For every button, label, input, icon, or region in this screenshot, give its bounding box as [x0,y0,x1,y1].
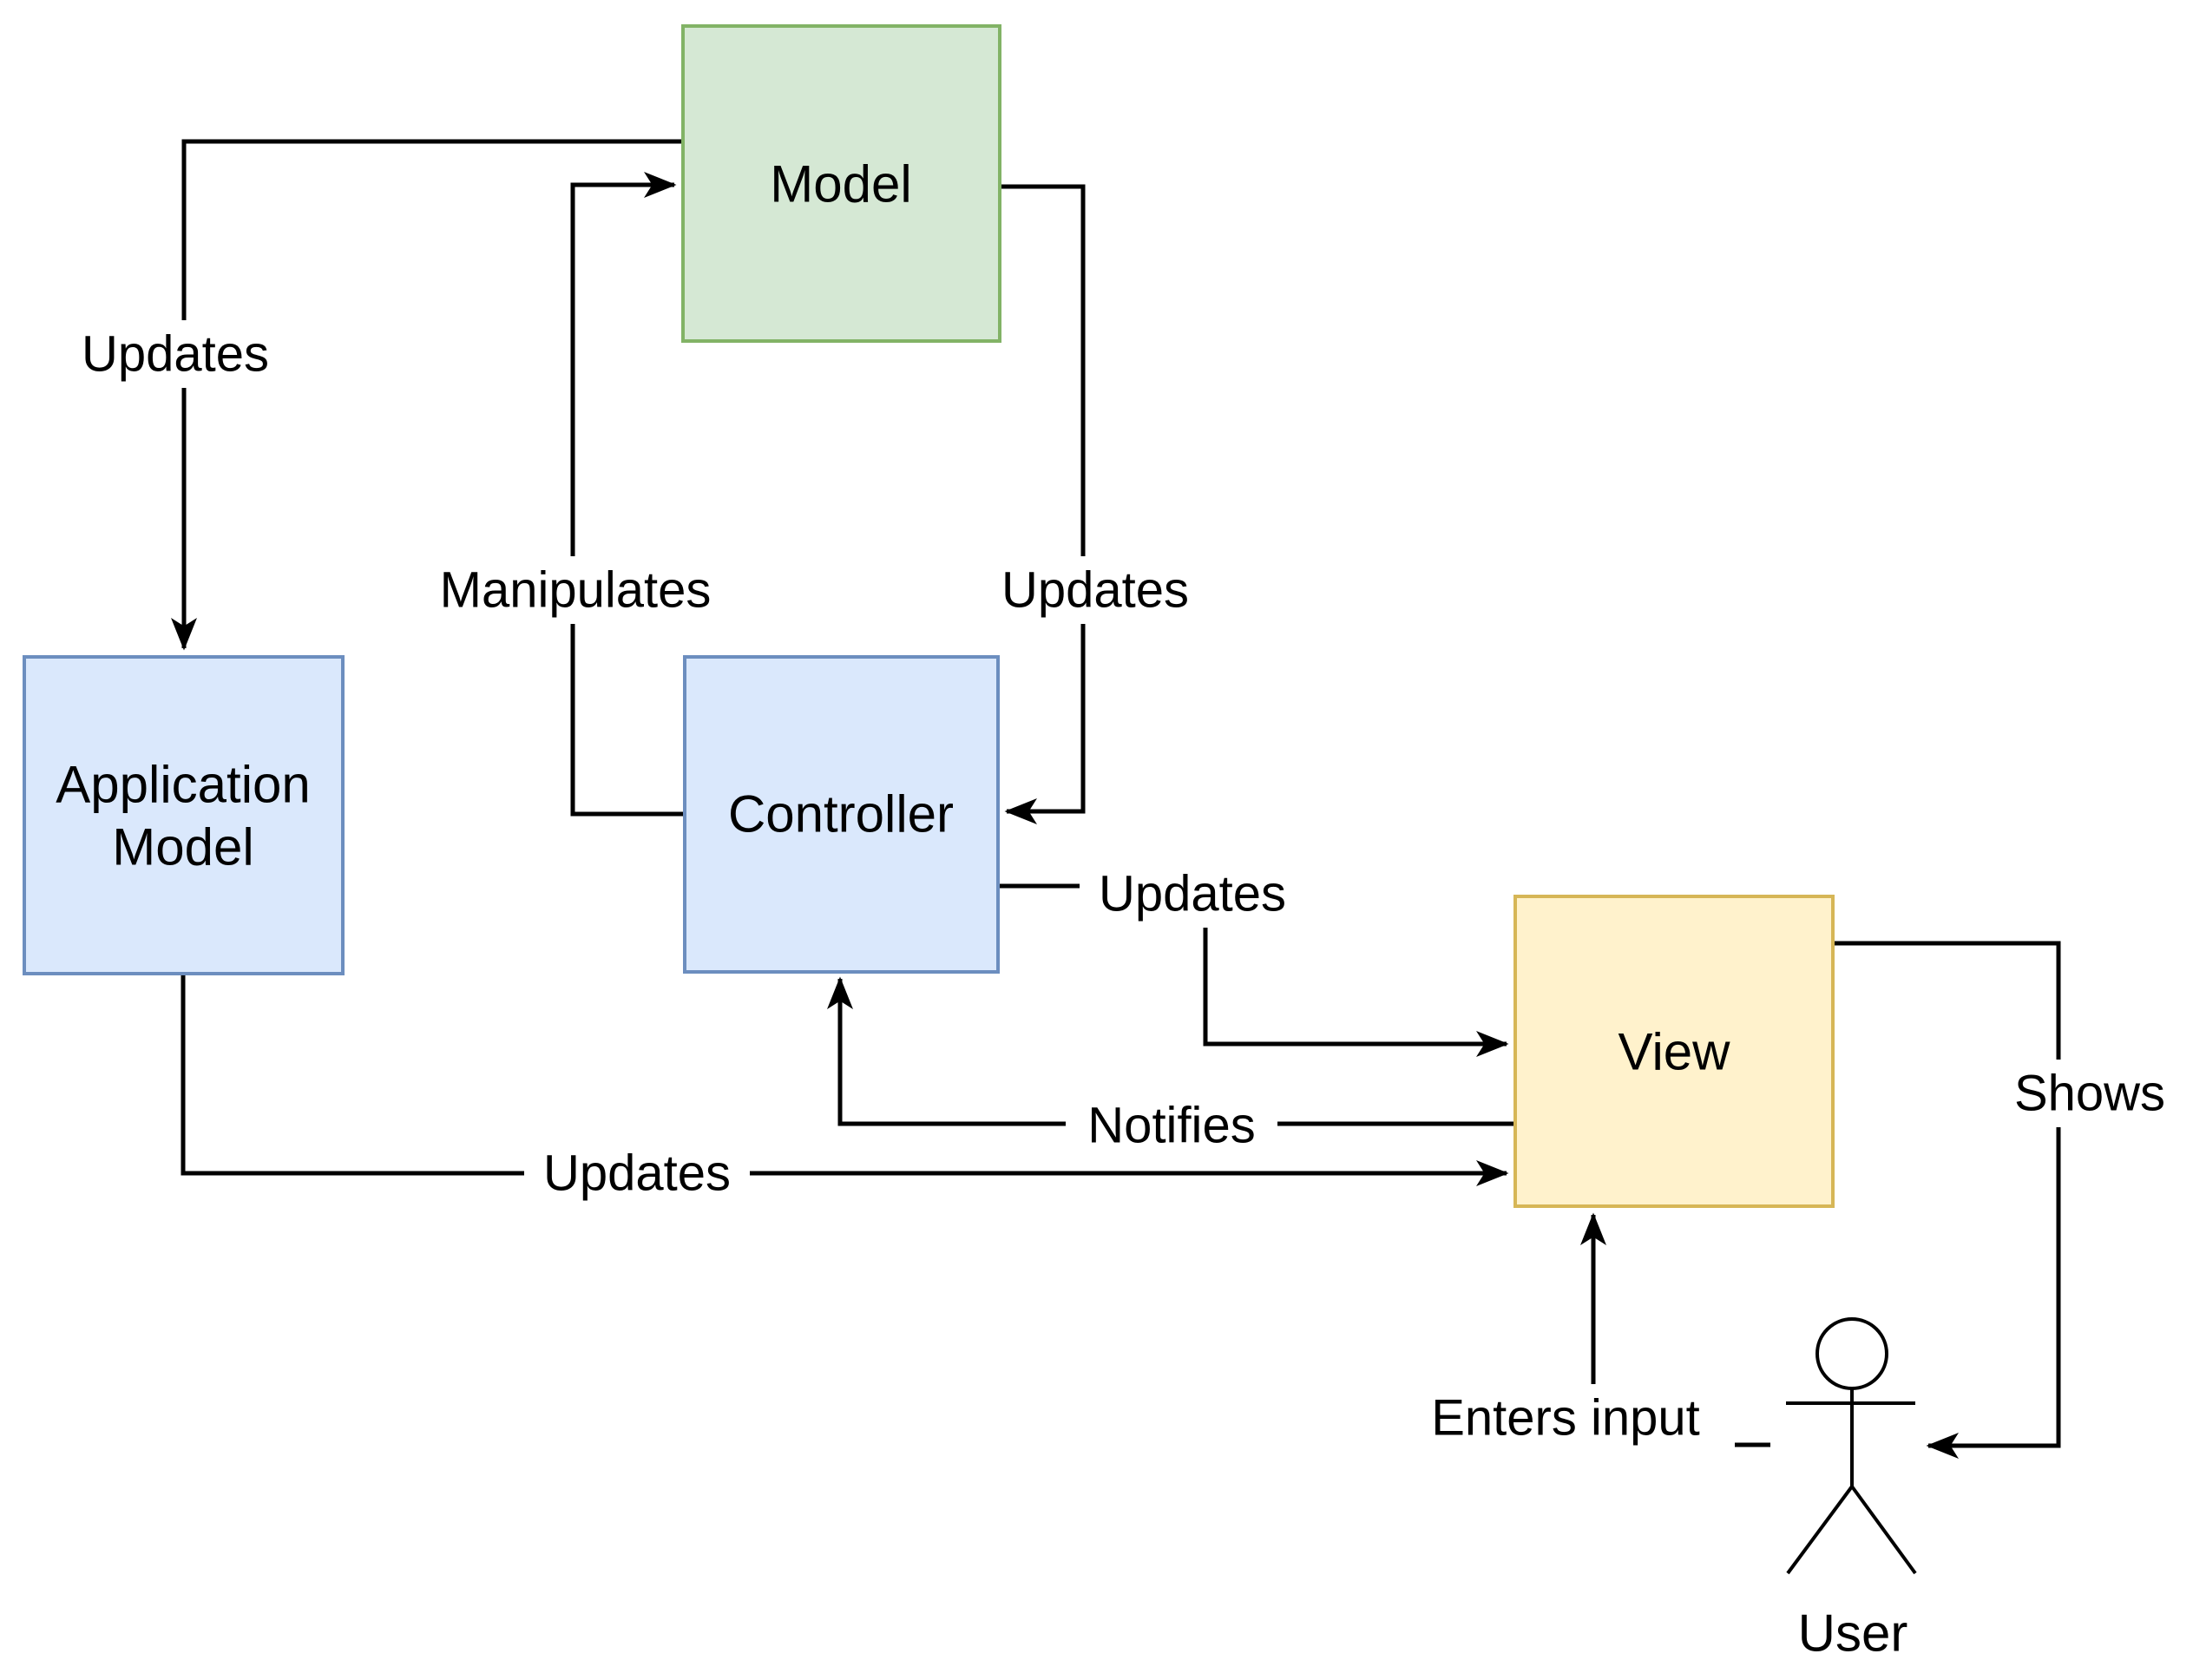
edge-view-to-user [1833,941,2061,1459]
edge-application-model-to-view [181,974,1509,1186]
edge-label-notifies: Notifies [1087,1098,1255,1154]
edge-model-to-controller [1000,184,1086,824]
edge-label-manipulates: Manipulates [440,562,712,619]
nodes: Model Application Model Controller View [23,24,1835,1208]
user-label: User [1798,1605,1908,1663]
edge-label-updates-controller-view: Updates [1099,866,1286,922]
model-node [683,26,1000,341]
model-label: Model [770,155,911,213]
edge-label-updates-model-controller: Updates [1001,562,1189,619]
edge-label-enters-input: Enters input [1431,1390,1700,1447]
label-bg [524,1139,750,1207]
view-label: View [1618,1023,1731,1081]
edge-labels: Updates Manipulates Updates Updates Noti… [62,320,2183,1452]
view-node [1515,896,1833,1206]
user-actor-left-leg [1786,1485,1854,1575]
label-bg [1996,1060,2183,1127]
application-model-node-border [23,655,345,975]
label-bg [62,320,288,388]
label-bg [1080,860,1305,928]
edge-label-shows: Shows [2014,1066,2165,1122]
user-actor: User [1786,1317,1917,1663]
view-node-border [1513,895,1835,1208]
edge-model-to-application-model [171,139,683,651]
application-model-label-line1: Application [56,756,311,814]
edge-view-to-controller [827,976,1515,1126]
application-model-label-line2: Model [112,818,253,876]
application-model-node [24,657,343,974]
edge-controller-to-model [570,172,685,817]
user-actor-right-leg [1850,1485,1917,1575]
model-node-border [681,24,1001,343]
edge-label-updates-appmodel-view: Updates [543,1145,731,1202]
label-bg [1066,1092,1277,1159]
user-actor-head [1815,1317,1888,1390]
controller-label: Controller [728,785,954,843]
edge-label-updates-model-appmodel: Updates [82,326,269,383]
controller-node [685,657,998,972]
label-bg [1396,1384,1735,1452]
label-bg [982,556,1208,624]
controller-node-border [683,655,1000,974]
label-bg [415,556,736,624]
